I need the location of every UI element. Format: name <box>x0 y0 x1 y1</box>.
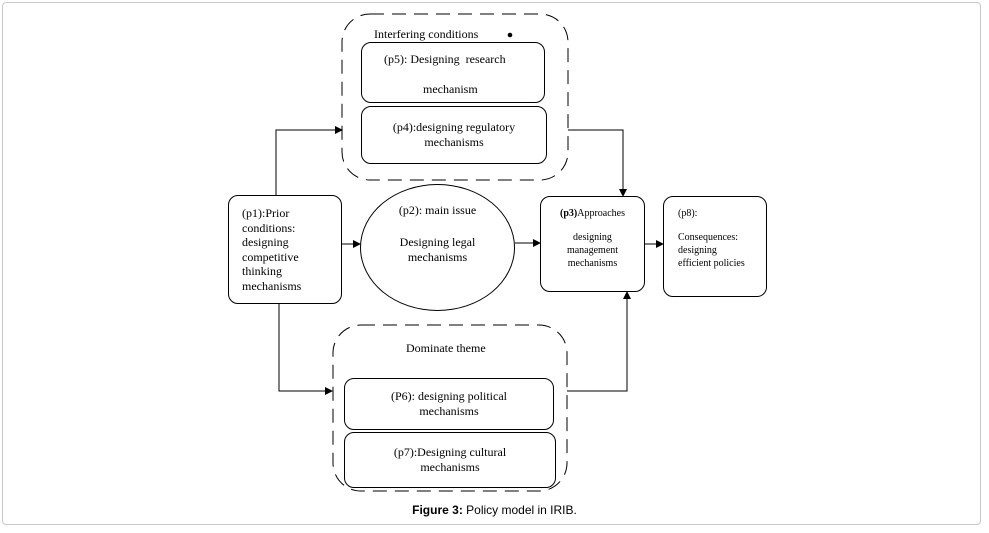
arrow-p1-to-p6 <box>278 304 333 395</box>
p8-box: (p8): Consequences: designing efficient … <box>663 196 767 297</box>
bullet-dot <box>507 32 513 38</box>
arrow-p4-to-p3 <box>568 129 627 197</box>
p6-line1: (P6): designing political <box>391 389 507 403</box>
figure-frame <box>2 2 981 525</box>
p1-line: competitive <box>242 249 299 264</box>
p4-box: (p4):designing regulatory mechanisms <box>361 106 547 164</box>
arrow-p6-to-p3 <box>567 291 631 392</box>
arrow-p1-to-p4 <box>275 126 343 195</box>
p1-line: designing <box>242 235 289 249</box>
p3-label-bold: (p3) <box>560 208 578 219</box>
p1-box: (p1):Prior conditions: designing competi… <box>228 195 342 304</box>
figure-caption: Figure 3: Policy model in IRIB. <box>0 503 989 517</box>
p4-line2: mechanisms <box>424 135 484 149</box>
p3-box: (p3)Approaches designing management mech… <box>540 196 645 292</box>
p2-line2: Designing legal <box>399 235 476 249</box>
p3-line: management <box>566 245 619 256</box>
p5-box: (p5): Designing research mechanism <box>361 42 545 103</box>
p8-line: designing <box>678 245 717 256</box>
p4-line1: (p4):designing regulatory <box>392 120 516 134</box>
dominate-group-border <box>332 324 568 492</box>
p5-line2: mechanism <box>423 82 478 96</box>
p2-line3: mechanisms <box>407 250 468 264</box>
p3-line: mechanisms <box>567 258 618 269</box>
dominate-group-title: Dominate theme <box>406 341 486 355</box>
p6-box: (P6): designing political mechanisms <box>344 378 554 430</box>
p8-line1: (p8): <box>678 208 698 219</box>
p7-line2: mechanisms <box>420 460 480 474</box>
p3-label-rest: Approaches <box>577 208 625 219</box>
interfering-group-border <box>341 13 569 181</box>
p7-line1: (p7):Designing cultural <box>393 445 507 459</box>
p2-ellipse: (p2): main issue Designing legal mechani… <box>360 184 515 311</box>
p7-box: (p7):Designing cultural mechanisms <box>344 432 556 488</box>
p2-line1: (p2): main issue <box>398 203 477 217</box>
p6-line2: mechanisms <box>419 404 479 418</box>
p3-heading: (p3)Approaches <box>541 207 644 220</box>
p5-line1: (p5): Designing research <box>384 52 506 66</box>
caption-label: Figure 3: <box>412 503 463 517</box>
p8-line: Consequences: <box>678 232 738 243</box>
p1-line: conditions: <box>242 220 296 235</box>
p1-line: thinking <box>242 264 283 278</box>
p1-line: mechanisms <box>242 278 302 293</box>
p3-line: designing <box>573 232 612 243</box>
caption-text: Policy model in IRIB. <box>462 503 577 517</box>
p8-line: efficient policies <box>678 258 745 269</box>
p1-line: (p1):Prior <box>242 206 290 220</box>
interfering-group-title: Interfering conditions <box>374 27 479 41</box>
